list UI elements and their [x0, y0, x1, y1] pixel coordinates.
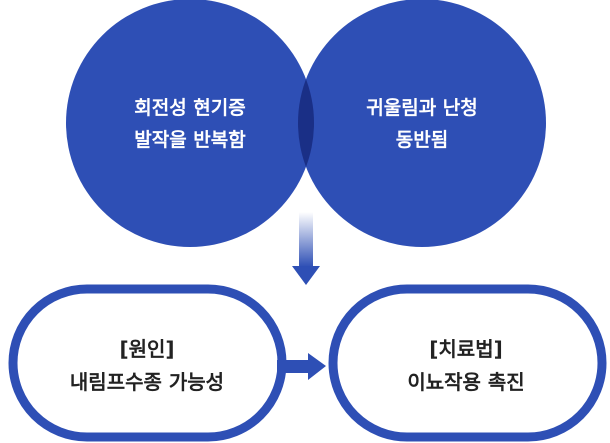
treatment-box — [328, 284, 607, 442]
right-arrow-icon — [277, 353, 326, 380]
left-symptom-circle — [66, 0, 314, 247]
cause-title: [원인] — [119, 337, 174, 361]
right-circle-line-1: 귀울림과 난청 — [366, 97, 478, 119]
left-circle-line-2: 발작을 반복함 — [134, 129, 246, 151]
treatment-title: [치료법] — [429, 337, 502, 361]
cause-text: 내림프수종 가능성 — [70, 370, 224, 394]
cause-box — [8, 284, 287, 442]
right-symptom-circle — [298, 0, 546, 247]
treatment-text: 이뇨작용 촉진 — [407, 370, 524, 394]
down-arrow-icon — [292, 212, 320, 285]
right-circle-line-2: 동반됨 — [396, 129, 448, 151]
left-circle-line-1: 회전성 현기증 — [134, 97, 246, 119]
